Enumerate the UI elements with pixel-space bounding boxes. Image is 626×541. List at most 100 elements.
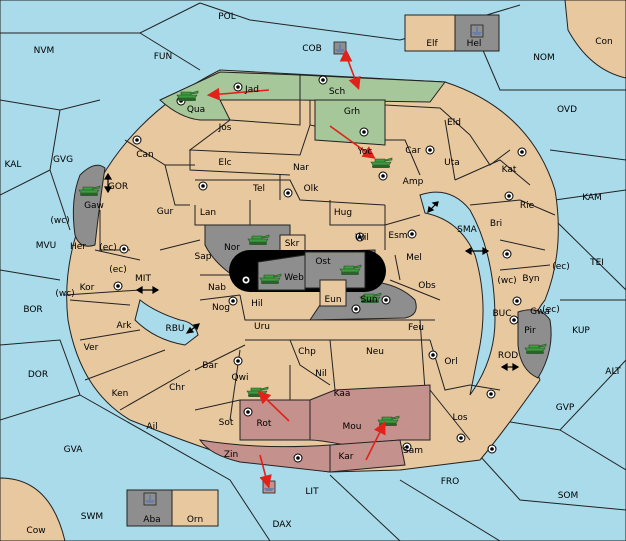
province-label-orl: Orl (444, 357, 457, 367)
province-label-obs: Obs (418, 281, 436, 291)
coast-label-kor-wc: (wc) (55, 289, 74, 299)
province-label-orn: Orn (187, 515, 203, 525)
province-orn[interactable] (171, 489, 219, 527)
supply-center (355, 232, 365, 242)
province-label-web: Web (284, 273, 304, 283)
province-label-lit: LIT (305, 487, 319, 497)
army-unit-nor[interactable] (247, 234, 270, 245)
province-label-sma: SMA (457, 225, 477, 235)
supply-center (351, 304, 361, 314)
supply-center (486, 389, 496, 399)
supply-center (502, 249, 512, 259)
province-pir[interactable] (517, 309, 552, 379)
coast-label-gaw-wc: (wc) (50, 216, 69, 226)
province-label-kal: KAL (5, 160, 22, 170)
army-unit-sun[interactable] (359, 292, 382, 303)
province-label-kaa: Kaa (334, 389, 351, 399)
coast-label-gwa-ec: (ec) (542, 305, 560, 315)
supply-center (425, 145, 435, 155)
province-label-elc: Elc (218, 158, 231, 168)
army-unit-qua[interactable] (176, 90, 199, 101)
fleet-unit-hel[interactable] (470, 24, 484, 38)
province-label-rod: ROD (498, 351, 518, 361)
move-order-arrow (329, 125, 376, 159)
province-label-chp: Chp (298, 347, 316, 357)
province-label-nil: Nil (315, 369, 327, 379)
supply-center (504, 191, 514, 201)
province-label-ver: Ver (84, 343, 99, 353)
province-label-eun: Eun (324, 295, 341, 305)
province-label-mit: MIT (135, 274, 151, 284)
province-label-bri: Bri (490, 219, 502, 229)
supply-center (487, 444, 497, 454)
province-label-dax: DAX (272, 520, 291, 530)
province-label-car: Car (405, 146, 421, 156)
province-label-tel: Tel (252, 184, 265, 194)
province-label-sap: Sap (195, 252, 212, 262)
province-sch[interactable] (299, 74, 446, 103)
province-label-elf: Elf (426, 39, 438, 49)
supply-center (428, 350, 438, 360)
supply-center (378, 171, 388, 181)
fleet-unit-cob[interactable] (333, 41, 347, 55)
province-label-bar: Bar (202, 361, 218, 371)
province-label-nar: Nar (293, 163, 309, 173)
army-unit-pir[interactable] (524, 343, 547, 354)
province-label-nom: NOM (533, 53, 555, 63)
coast-label-her-ec: (ec) (99, 243, 117, 253)
province-label-mou: Mou (343, 422, 362, 432)
province-gaw[interactable] (72, 164, 106, 247)
province-label-byn: Byn (522, 274, 539, 284)
province-label-eld: Eld (447, 118, 461, 128)
orders (206, 48, 386, 489)
supply-center (243, 407, 253, 417)
supply-center (402, 442, 412, 452)
supply-center (233, 82, 243, 92)
fleet-unit-lit[interactable] (262, 480, 276, 494)
province-label-aba: Aba (143, 515, 160, 525)
army-unit-ost[interactable] (339, 264, 362, 275)
province-label-ost: Ost (315, 257, 331, 267)
coast-label-byn-ec: (ec) (552, 262, 570, 272)
province-ost-overlay[interactable] (304, 251, 366, 289)
province-mou[interactable] (309, 384, 431, 446)
province-label-ken: Ken (112, 389, 129, 399)
province-label-hug: Hug (334, 208, 352, 218)
province-label-zin: Zin (224, 450, 238, 460)
supply-center (283, 188, 293, 198)
province-eun-overlay[interactable] (319, 279, 347, 307)
supply-center (113, 281, 123, 291)
supply-center (359, 127, 369, 137)
province-label-grh: Grh (344, 107, 360, 117)
province-label-gvg: GVG (53, 155, 73, 165)
province-elf[interactable] (404, 14, 456, 52)
province-label-kor: Kor (80, 283, 95, 293)
province-label-qua: Qua (187, 105, 205, 115)
province-label-jad: Jad (244, 85, 259, 95)
province-label-ail: Ail (146, 422, 157, 432)
province-rot[interactable] (239, 399, 311, 441)
province-label-qwi: Qwi (232, 373, 249, 383)
province-label-ark: Ark (116, 321, 132, 331)
province-label-hel: Hel (467, 39, 482, 49)
province-label-gor: GOR (108, 182, 128, 192)
province-label-gvp: GVP (556, 403, 575, 413)
province-label-rot: Rot (257, 419, 272, 429)
supply-center (241, 275, 251, 285)
province-label-sam: Sam (403, 446, 423, 456)
province-label-wil: Wil (355, 233, 369, 243)
province-label-gaw: Gaw (84, 201, 104, 211)
army-unit-gaw[interactable] (78, 185, 101, 196)
province-label-cob: COB (302, 44, 322, 54)
army-unit-web[interactable] (259, 273, 282, 284)
fleet-unit-aba[interactable] (143, 492, 157, 506)
sea-rbu[interactable] (134, 299, 199, 346)
province-label-los: Los (452, 413, 467, 423)
army-unit-yoc[interactable] (370, 157, 393, 168)
province-label-con: Con (595, 37, 613, 47)
province-label-feu: Feu (408, 323, 424, 333)
move-order-arrow (365, 421, 386, 461)
